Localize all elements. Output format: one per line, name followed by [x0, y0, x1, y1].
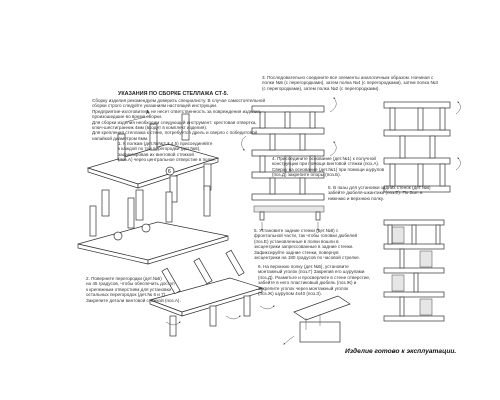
- document-title: УКАЗАНИЯ ПО СБОРКЕ СТЕЛЛАЖА СТ-5.: [118, 91, 229, 97]
- step6-text: 6. На верхнюю полку (дет.№5), установите…: [258, 264, 371, 297]
- step6-final-unit-drawing: [383, 219, 445, 322]
- step1-pos-a: А: [146, 110, 150, 116]
- intro-text: Сборку изделия рекомендуем доверить спец…: [92, 98, 266, 141]
- step3-tall-assembly: [241, 97, 337, 201]
- step1b-shelf-drawing: [77, 185, 229, 265]
- step1-text: 1. К полкам (дет.№№2,3,4,5) присоединяйт…: [118, 141, 217, 163]
- step1-shelf-drawing: 6 А: [86, 110, 220, 221]
- step5b-text: 5. Установите задние стенки (дет.№8) с ф…: [254, 228, 360, 261]
- step3-text: 3. Последовательно соедините все элемент…: [262, 75, 438, 91]
- step2-drawing: [148, 249, 275, 337]
- final-note: Изделие готово к эксплуатации.: [345, 348, 457, 355]
- step4-base-drawing: [253, 205, 325, 231]
- step2-text: 2. Поверните перегородки (дет.№6) на 45 …: [86, 276, 181, 303]
- wall-bracket-detail: [283, 295, 351, 345]
- step4-text: 4. Присоедините основание (дет.№1) к пол…: [272, 156, 385, 178]
- step5a-text: 5. В пазы для установки задних стенок (д…: [328, 185, 431, 201]
- step5-back-walls-drawing: [383, 101, 461, 193]
- step1-part-badge: 6: [168, 169, 171, 175]
